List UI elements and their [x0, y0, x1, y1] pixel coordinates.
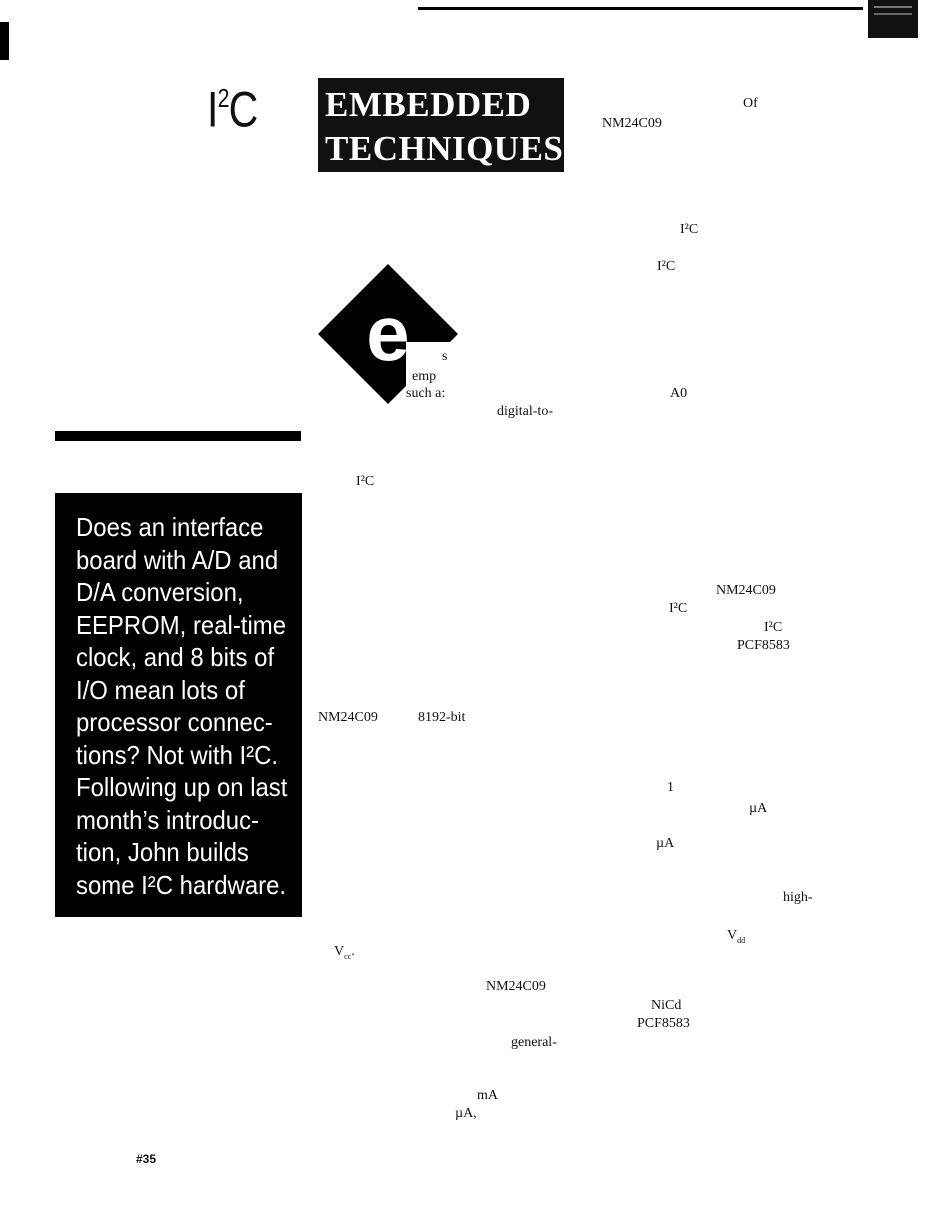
- article-title: I2C: [207, 81, 258, 138]
- deck-line: clock, and 8 bits of: [76, 642, 275, 672]
- text-fragment: NiCd: [651, 998, 682, 1013]
- text-fragment: such a:: [406, 386, 446, 401]
- left-edge-mark: [0, 22, 9, 60]
- text-fragment: 8192-bit: [418, 710, 466, 725]
- diamond-e-logo-icon: e: [318, 264, 458, 404]
- text-fragment: PCF8583: [737, 638, 790, 653]
- text-fragment: digital-to-: [497, 404, 553, 419]
- text-fragment: µA,: [455, 1106, 477, 1121]
- deck-line: month’s introduc-: [76, 804, 260, 835]
- text-fragment: NM24C09: [486, 979, 546, 994]
- deck-line: processor connec-: [76, 707, 273, 737]
- deck-line: tions? Not with I²C.: [76, 739, 279, 770]
- deck-line: D/A conversion,: [76, 577, 244, 607]
- corner-tab: [868, 0, 918, 38]
- deck-line: EEPROM, real-time: [76, 609, 287, 640]
- banner-line-2: TECHNIQUES: [325, 129, 564, 168]
- banner-line-1: EMBEDDED: [325, 85, 532, 124]
- text-fragment: Vcc.: [334, 944, 355, 961]
- deck-line: board with A/D and: [76, 544, 279, 575]
- deck-line: I/O mean lots of: [76, 674, 245, 705]
- page-number: #35: [136, 1152, 157, 1166]
- text-fragment: NM24C09: [716, 583, 776, 598]
- text-fragment: high-: [783, 890, 813, 905]
- text-fragment: I²C: [356, 474, 375, 489]
- text-fragment: emp: [412, 369, 437, 384]
- text-fragment: I²C: [764, 620, 783, 635]
- deck-box: Does an interface board with A/D and D/A…: [55, 493, 302, 917]
- section-banner: EMBEDDED TECHNIQUES: [318, 78, 564, 172]
- text-fragment: Of: [743, 96, 758, 111]
- deck-line: tion, John builds: [76, 837, 249, 867]
- text-fragment: Vdd: [727, 928, 746, 945]
- text-fragment: I²C: [657, 259, 676, 274]
- logo-letter: e: [366, 289, 409, 377]
- deck-line: Following up on last: [76, 772, 288, 802]
- text-fragment: A0: [670, 386, 688, 401]
- text-fragment: mA: [477, 1088, 498, 1103]
- text-fragment: 1: [667, 780, 674, 795]
- text-fragment: s: [442, 349, 448, 364]
- text-fragment: µA: [656, 836, 675, 851]
- sidebar-rule: [55, 431, 301, 441]
- deck-line: some I²C hardware.: [76, 869, 287, 900]
- text-fragment: I²C: [680, 222, 699, 237]
- text-fragment: PCF8583: [637, 1016, 690, 1031]
- header-rule: [418, 7, 863, 10]
- text-fragment: general-: [511, 1035, 557, 1050]
- text-fragment: I²C: [669, 601, 688, 616]
- deck-line: Does an interface: [76, 512, 264, 542]
- text-fragment: NM24C09: [318, 710, 378, 725]
- text-fragment: NM24C09: [602, 116, 662, 131]
- text-fragment: µA: [749, 801, 768, 816]
